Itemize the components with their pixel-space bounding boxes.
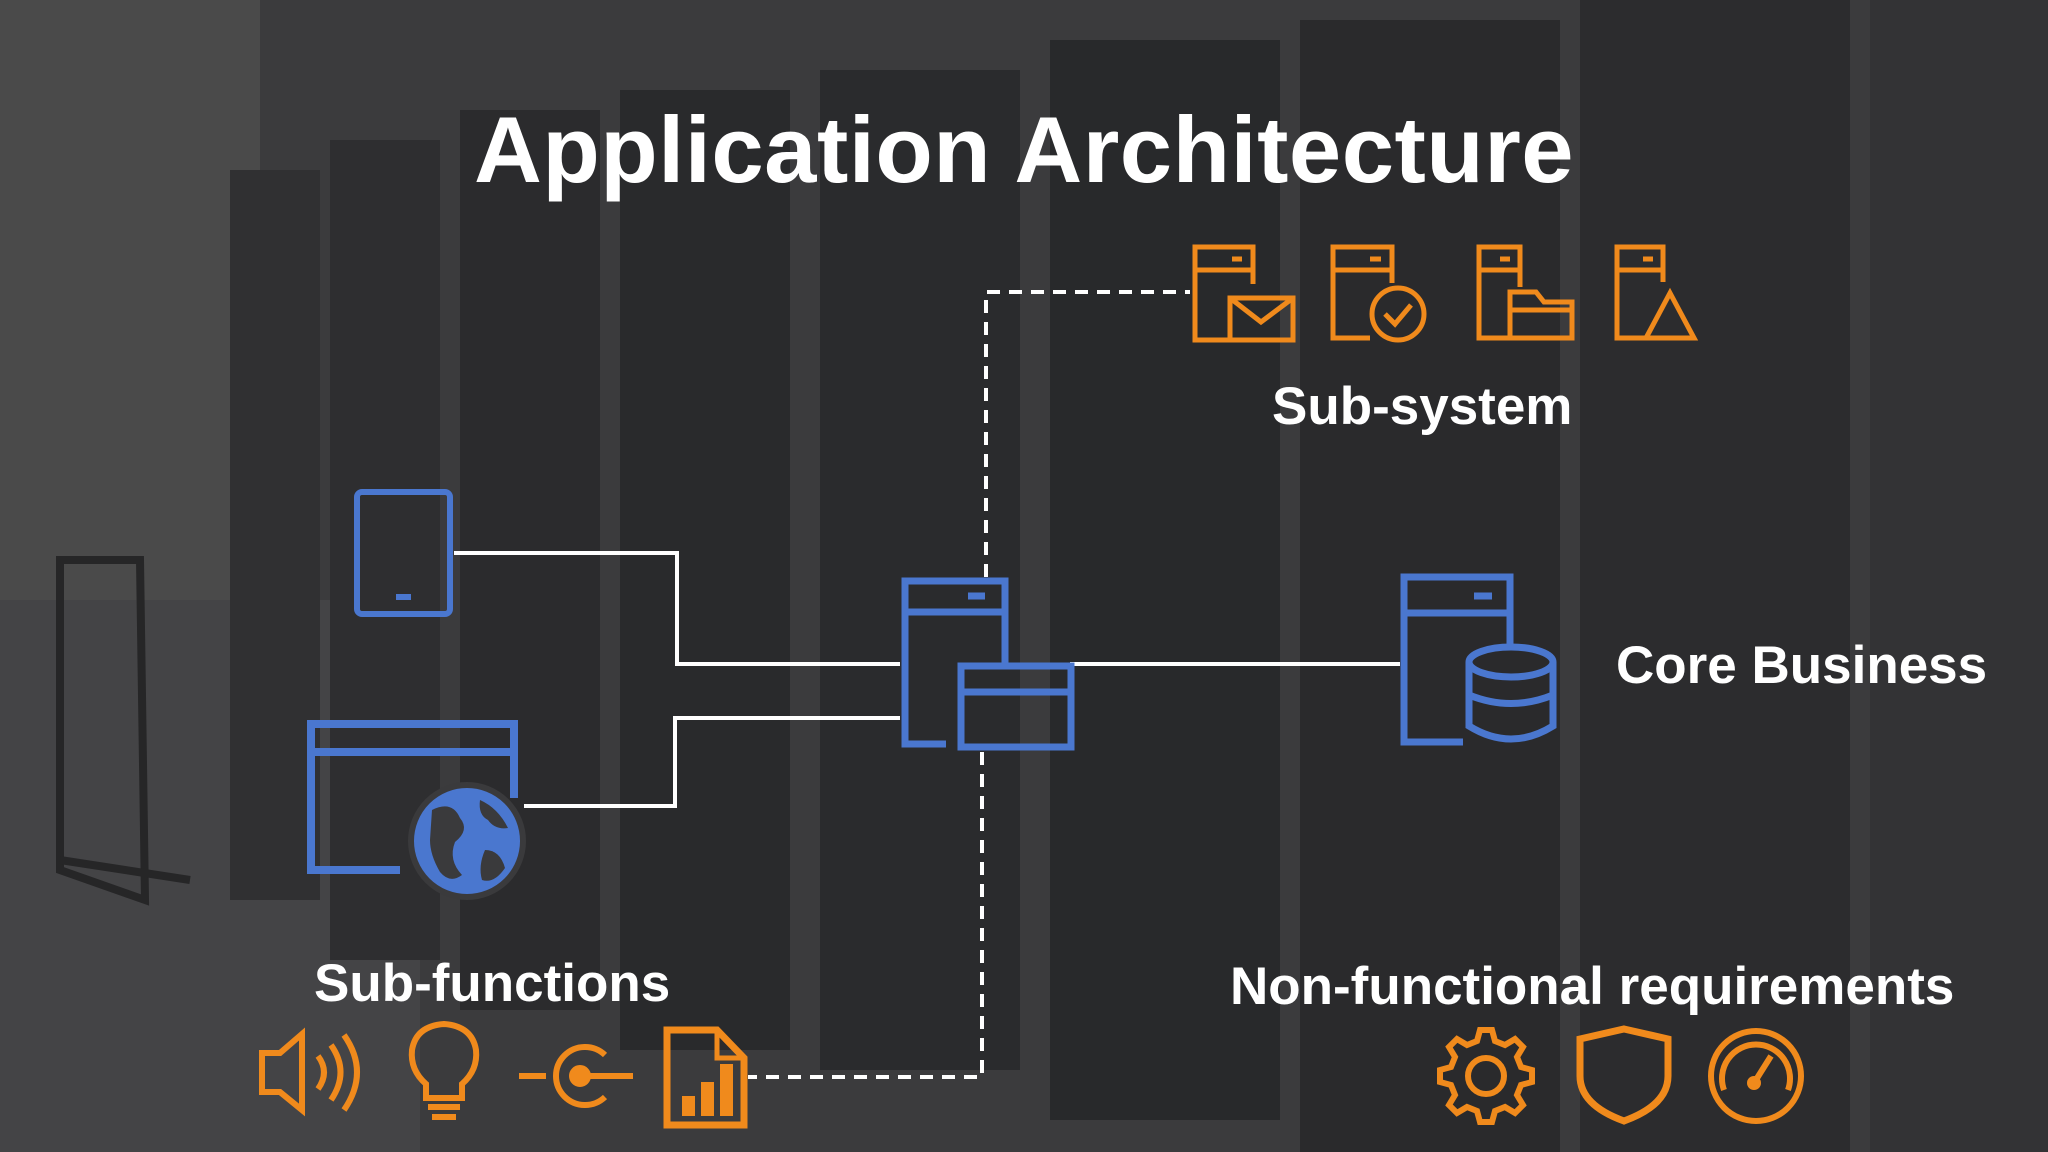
slide-title: Application Architecture (473, 97, 1575, 202)
connector-icon (519, 1044, 633, 1108)
gear-icon (1437, 1027, 1535, 1125)
sub-functions-connector (748, 752, 984, 1079)
tablet-icon (354, 489, 453, 617)
sub-functions-label: Sub-functions (314, 954, 671, 1013)
gauge-icon (1708, 1028, 1804, 1124)
server-alert-icon (1614, 244, 1699, 341)
browser-connector (524, 716, 900, 808)
non-functional-requirements-label: Non-functional requirements (1230, 957, 1955, 1016)
server-folder-icon (1476, 244, 1575, 341)
server-mail-icon (1192, 244, 1296, 343)
core-business-label: Core Business (1616, 636, 1988, 695)
lightbulb-icon (408, 1020, 480, 1120)
sub-system-label: Sub-system (1272, 377, 1573, 436)
report-icon (663, 1026, 748, 1129)
app-server-icon (901, 577, 1075, 751)
tablet-connector (454, 551, 900, 666)
dashed-connectors (748, 290, 1190, 1079)
shield-icon (1576, 1025, 1672, 1125)
speaker-icon (259, 1027, 360, 1117)
server-check-icon (1330, 244, 1427, 343)
web-browser-icon (307, 720, 526, 900)
solid-connectors (454, 551, 1400, 808)
sub-system-connector (984, 290, 1190, 577)
database-server-icon (1400, 573, 1557, 746)
